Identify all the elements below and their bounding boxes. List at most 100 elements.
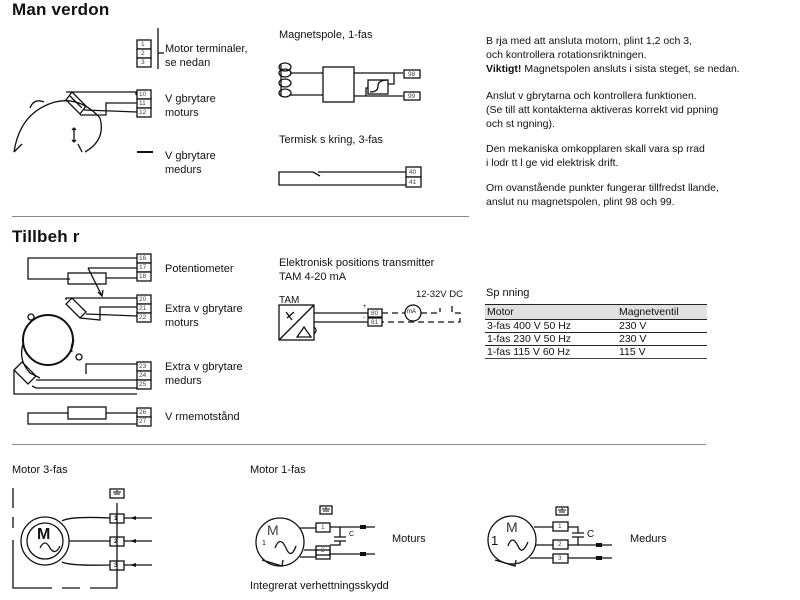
instruction-line: Anslut v gbrytarna och kontrollera funkt… bbox=[486, 90, 697, 102]
label-line: TAM 4-20 mA bbox=[279, 271, 347, 283]
terminal-24: 24 bbox=[139, 372, 147, 379]
label-overheat-protection: Integrerat verhettningsskydd bbox=[250, 580, 389, 592]
terminal-m3-2: 2 bbox=[114, 538, 118, 545]
magnet-coil-drawing bbox=[278, 62, 403, 103]
divider-bottom bbox=[12, 444, 706, 445]
warning-text: Magnetspolen ansluts i sista steget, se … bbox=[521, 63, 740, 75]
terminal-1: 1 bbox=[141, 41, 145, 48]
instruction-line: och kontrollera rotationsriktningen. bbox=[486, 49, 647, 61]
label-limit-ccw: V gbrytare moturs bbox=[165, 92, 216, 120]
table-cell: 1-fas 230 V 50 Hz bbox=[485, 332, 617, 346]
section-title-manoverdon: Man verdon bbox=[12, 0, 110, 19]
motor-symbol-1fas-ccw: M bbox=[267, 522, 279, 538]
table-cell: 230 V bbox=[617, 319, 707, 333]
capacitor-label-ccw: C bbox=[349, 531, 355, 538]
terminal-m1a-1: 1 bbox=[321, 524, 325, 531]
instruction-1: B rja med att ansluta motorn, plint 1,2 … bbox=[486, 34, 740, 76]
label-line: Elektronisk positions transmitter bbox=[279, 257, 435, 269]
motor-phase-ccw: 1 bbox=[262, 540, 266, 547]
terminal-m1a-2: 2 bbox=[321, 547, 325, 554]
label-extra-ccw: Extra v gbrytare moturs bbox=[165, 302, 243, 330]
label-line: medurs bbox=[165, 164, 202, 176]
label-medurs: Medurs bbox=[630, 533, 667, 545]
terminal-block-motor bbox=[136, 39, 152, 68]
terminal-40: 40 bbox=[409, 169, 417, 176]
voltage-table: Motor Magnetventil 3-fas 400 V 50 Hz 230… bbox=[485, 304, 707, 359]
section-title-tillbehor: Tillbeh r bbox=[12, 227, 80, 246]
instruction-line: anslut nu magnetspolen, plint 98 och 99. bbox=[486, 196, 675, 208]
thermal-fuse-drawing bbox=[278, 171, 406, 186]
divider-top bbox=[12, 216, 469, 217]
instruction-line: Om ovanstående punkter fungerar tillfred… bbox=[486, 182, 719, 194]
tam-transmitter-drawing bbox=[278, 304, 461, 341]
terminal-98: 98 bbox=[408, 71, 416, 78]
potentiometer-drawing bbox=[27, 257, 137, 298]
motor-3fas-drawing bbox=[12, 488, 152, 589]
label-minus: - bbox=[363, 315, 365, 321]
motor-symbol-3fas: M bbox=[37, 526, 51, 543]
instruction-line: Den mekaniska omkopplaren skall vara sp … bbox=[486, 143, 705, 155]
label-tam-title: Elektronisk positions transmitter TAM 4-… bbox=[279, 256, 434, 284]
terminal-20: 20 bbox=[139, 296, 147, 303]
capacitor-label-cw: C bbox=[587, 529, 595, 540]
column-header-motor: Motor bbox=[485, 304, 617, 320]
label-motor-terminals: Motor terminaler, se nedan bbox=[165, 42, 248, 70]
instructions-block: B rja med att ansluta motorn, plint 1,2 … bbox=[486, 34, 740, 209]
terminal-m1b-3: 3 bbox=[558, 555, 562, 562]
label-line: medurs bbox=[165, 375, 202, 387]
label-line: V gbrytare bbox=[165, 93, 216, 105]
terminal-m1b-1: 1 bbox=[558, 523, 562, 530]
instruction-line: B rja med att ansluta motorn, plint 1,2 … bbox=[486, 35, 693, 47]
label-motor-1fas: Motor 1-fas bbox=[250, 464, 306, 476]
terminal-21: 21 bbox=[139, 305, 147, 312]
terminal-12: 12 bbox=[139, 109, 147, 116]
label-tam: TAM bbox=[279, 295, 300, 306]
table-cell: 115 V bbox=[617, 345, 707, 359]
terminal-10: 10 bbox=[139, 91, 147, 98]
table-row: 1-fas 230 V 50 Hz 230 V bbox=[485, 332, 707, 346]
column-header-magnetventil: Magnetventil bbox=[617, 304, 707, 320]
label-supply-voltage: 12-32V DC bbox=[416, 289, 463, 300]
table-header-row: Motor Magnetventil bbox=[485, 304, 707, 320]
warning-label: Viktigt! bbox=[486, 63, 522, 75]
label-extra-cw: Extra v gbrytare medurs bbox=[165, 360, 243, 388]
extra-switch-motor-drawing bbox=[22, 314, 74, 366]
label-moturs: Moturs bbox=[392, 533, 426, 545]
actuator-motor-drawing bbox=[13, 91, 138, 153]
instruction-line: (Se till att kontakterna aktiveras korre… bbox=[486, 104, 719, 116]
motor-symbol-1fas-cw: M bbox=[506, 519, 518, 535]
terminal-41: 41 bbox=[409, 179, 417, 186]
terminal-17: 17 bbox=[139, 264, 147, 271]
label-line: moturs bbox=[165, 317, 199, 329]
terminal-23: 23 bbox=[139, 363, 147, 370]
instruction-line: och st ngning). bbox=[486, 118, 555, 130]
instruction-2: Anslut v gbrytarna och kontrollera funkt… bbox=[486, 89, 740, 131]
terminal-27: 27 bbox=[139, 418, 147, 425]
label-line: V gbrytare bbox=[165, 150, 216, 162]
terminal-22: 22 bbox=[139, 314, 147, 321]
label-magnet-coil: Magnetspole, 1-fas bbox=[279, 29, 373, 41]
terminal-16: 16 bbox=[139, 255, 147, 262]
label-line: Extra v gbrytare bbox=[165, 303, 243, 315]
terminal-11: 11 bbox=[139, 100, 146, 107]
heater-drawing bbox=[27, 406, 137, 425]
terminal-m3-3: 3 bbox=[114, 562, 118, 569]
terminal-81: 81 bbox=[371, 319, 379, 326]
table-cell: 230 V bbox=[617, 332, 707, 346]
motor-1fas-cw-drawing bbox=[487, 506, 612, 567]
terminal-3: 3 bbox=[141, 59, 145, 66]
terminal-block-limit-ccw bbox=[136, 89, 152, 118]
label-plus: + bbox=[363, 304, 367, 310]
terminal-m1b-2: 2 bbox=[558, 541, 562, 548]
voltage-table-caption: Sp nning bbox=[486, 287, 530, 299]
instruction-line: i lodr tt l ge vid elektrisk drift. bbox=[486, 157, 619, 169]
instruction-warning: Viktigt! Magnetspolen ansluts i sista st… bbox=[486, 62, 740, 76]
table-row: 3-fas 400 V 50 Hz 230 V bbox=[485, 319, 707, 333]
terminal-25: 25 bbox=[139, 381, 147, 388]
terminal-2: 2 bbox=[141, 50, 145, 57]
label-line: Extra v gbrytare bbox=[165, 361, 243, 373]
label-line: moturs bbox=[165, 107, 199, 119]
label-motor-3fas: Motor 3-fas bbox=[12, 464, 68, 476]
label-limit-cw: V gbrytare medurs bbox=[165, 149, 216, 177]
